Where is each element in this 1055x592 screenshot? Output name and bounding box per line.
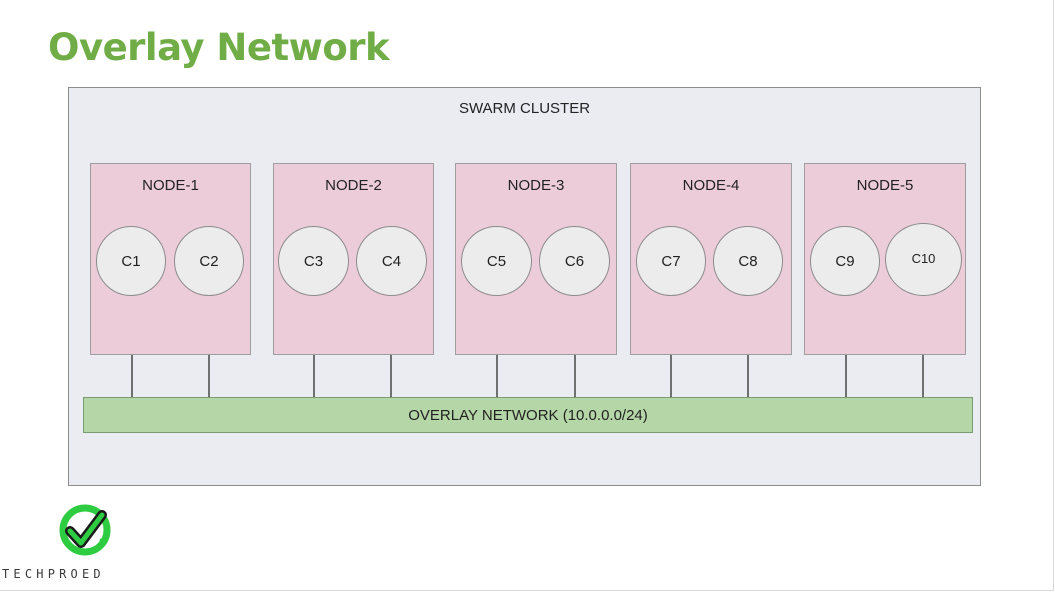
slide-title: Overlay Network [48,26,390,69]
node-5-label: NODE-5 [856,177,914,194]
container-c6: C6 [539,226,610,296]
checkmark-icon [59,504,111,556]
container-c10: C10 [885,223,962,296]
container-c1: C1 [96,226,166,296]
container-c4: C4 [356,226,427,296]
container-c5: C5 [461,226,532,296]
techproed-logo [59,504,111,556]
node-3-label: NODE-3 [507,177,565,194]
container-c9: C9 [810,226,880,296]
logo-wordmark: TECHPROED [2,567,105,581]
container-c8: C8 [713,226,783,296]
node-4-label: NODE-4 [682,177,740,194]
node-2-label: NODE-2 [325,177,382,194]
container-c2: C2 [174,226,244,296]
overlay-network-bar: OVERLAY NETWORK (10.0.0.0/24) [83,397,973,433]
container-c3: C3 [278,226,349,296]
node-1-label: NODE-1 [142,177,199,194]
cluster-label: SWARM CLUSTER [458,100,591,117]
container-c7: C7 [636,226,706,296]
